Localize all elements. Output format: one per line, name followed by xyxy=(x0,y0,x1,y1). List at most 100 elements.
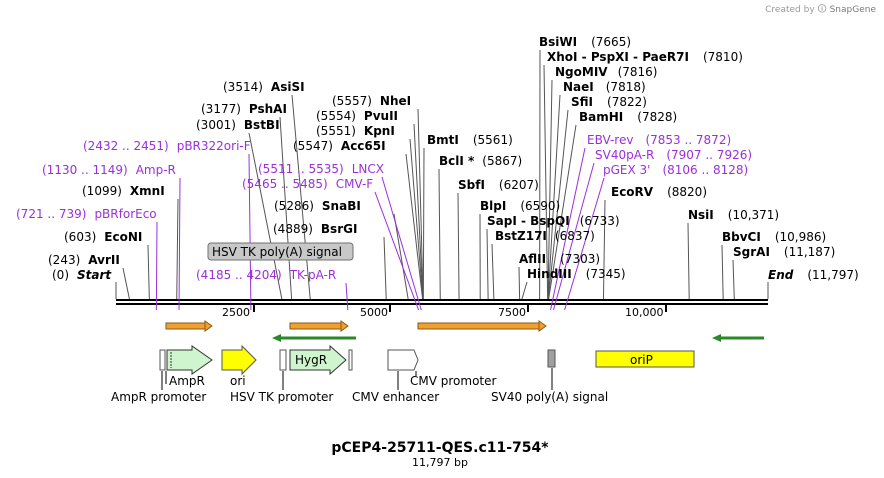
svg-text:(4185 .. 4204)TK-pA-R: (4185 .. 4204)TK-pA-R xyxy=(196,268,336,282)
primer-pgex-3[interactable]: pGEX 3'(8106 .. 8128) xyxy=(603,163,748,177)
ori-feature[interactable] xyxy=(221,344,257,376)
primer-pbrforeco[interactable]: (721 .. 739)pBRforEco xyxy=(16,207,157,221)
site-sfii[interactable]: SfiI(7822) xyxy=(571,95,647,109)
ori-label: ori xyxy=(230,374,246,388)
site-bstz17i[interactable]: BstZ17I(6837) xyxy=(495,229,595,243)
site-bbvci[interactable]: BbvCI(10,986) xyxy=(722,230,826,244)
hygr-cds[interactable]: HygR xyxy=(289,344,347,376)
primer-ebv-rev[interactable]: EBV-rev(7853 .. 7872) xyxy=(587,133,731,147)
site-leader-15 xyxy=(457,192,460,300)
site-leader-24 xyxy=(547,94,561,300)
svg-text:(5554)PvuII: (5554)PvuII xyxy=(316,109,398,123)
site-leader-11 xyxy=(413,123,424,300)
feature-labels: AmpR ori AmpR promoter HSV TK promoter C… xyxy=(111,368,608,404)
site-leader-22 xyxy=(543,64,549,300)
orf-arrow-1[interactable] xyxy=(165,320,213,332)
site-snabi[interactable]: (5286)SnaBI xyxy=(274,199,361,213)
site-labels: (0)Start (243)AvrII (603)EcoNI (1099)Xmn… xyxy=(48,80,411,282)
svg-text:(5511 .. 5535)LNCX: (5511 .. 5535)LNCX xyxy=(258,162,384,176)
site-xhoi-pspxi-paer7i[interactable]: XhoI - PspXI - PaeR7I(7810) xyxy=(547,50,743,64)
site-ngomiv[interactable]: NgoMIV(7816) xyxy=(555,65,657,79)
site-bcli[interactable]: BclI *(5867) xyxy=(439,154,522,168)
svg-text:BstZ17I(6837): BstZ17I(6837) xyxy=(495,229,595,243)
site-xmni[interactable]: (1099)XmnI xyxy=(82,184,165,198)
site-leader-6 xyxy=(291,94,311,300)
hsv-tk-polya-box[interactable]: HSV TK poly(A) signal xyxy=(207,242,354,261)
svg-text:(603)EcoNI: (603)EcoNI xyxy=(64,230,142,244)
backbone xyxy=(116,299,768,305)
site-bamhi[interactable]: BamHI(7828) xyxy=(579,110,677,124)
site-avrii[interactable]: (243)AvrII xyxy=(48,253,120,267)
hsv-tk-promoter[interactable] xyxy=(279,349,287,371)
cmv-promoter-label: CMV promoter xyxy=(410,374,497,388)
site-bsiwi[interactable]: BsiWI(7665) xyxy=(539,35,631,49)
orip-feature[interactable]: oriP xyxy=(595,350,695,368)
svg-text:AflII(7303): AflII(7303) xyxy=(519,252,600,266)
primer-cmv-f[interactable]: (5465 .. 5485)CMV-F xyxy=(242,177,373,191)
site-leader-7 xyxy=(383,236,387,300)
green-arrow-1[interactable] xyxy=(272,334,356,342)
orf-arrow-2[interactable] xyxy=(289,320,349,332)
site-pvuii[interactable]: (5554)PvuII xyxy=(316,109,398,123)
primer-sv40pa-r[interactable]: SV40pA-R(7907 .. 7926) xyxy=(595,148,752,162)
site-leader-26 xyxy=(548,124,577,300)
site-blpi[interactable]: BlpI(6590) xyxy=(480,199,560,213)
site-kpni[interactable]: (5551)KpnI xyxy=(316,124,395,138)
site-start[interactable]: (0)Start xyxy=(52,268,112,282)
primer-labels: (721 .. 739)pBRforEco (1130 .. 1149)Amp-… xyxy=(16,133,752,282)
site-acc65i[interactable]: (5547)Acc65I xyxy=(293,139,386,153)
site-leader-5 xyxy=(279,116,293,300)
site-nhei[interactable]: (5557)NheI xyxy=(332,94,411,108)
primer-amp-r[interactable]: (1130 .. 1149)Amp-R xyxy=(42,163,176,177)
ampr-promoter[interactable] xyxy=(159,349,166,371)
site-sbfi[interactable]: SbfI(6207) xyxy=(458,178,539,192)
svg-text:(5551)KpnI: (5551)KpnI xyxy=(316,124,395,138)
sv40-polya-glyph[interactable] xyxy=(547,349,556,368)
ampr-cds[interactable] xyxy=(166,345,213,375)
primer-leader-3 xyxy=(374,191,420,311)
hsv-tk-polya-glyph[interactable] xyxy=(348,349,353,371)
site-leader-25 xyxy=(547,109,569,300)
primer-lncx[interactable]: (5511 .. 5535)LNCX xyxy=(258,162,384,176)
site-sapi-bspqi[interactable]: SapI - BspQI(6733) xyxy=(487,214,620,228)
site-pshai[interactable]: (3177)PshAI xyxy=(201,102,287,116)
site-bstbi[interactable]: (3001)BstBI xyxy=(196,118,280,132)
orf-arrow-3[interactable] xyxy=(417,320,547,332)
svg-text:EcoRV(8820): EcoRV(8820) xyxy=(611,185,707,199)
site-leader-23 xyxy=(547,79,553,300)
site-bmti[interactable]: BmtI(5561) xyxy=(427,133,513,147)
site-leader-12 xyxy=(417,108,424,300)
site-leader-4 xyxy=(248,132,283,300)
features-row: HygR oriP xyxy=(159,344,695,376)
orf-arrows xyxy=(165,320,764,342)
site-bsrgi[interactable]: (4889)BsrGI xyxy=(273,222,357,236)
svg-text:(721 .. 739)pBRforEco: (721 .. 739)pBRforEco xyxy=(16,207,157,221)
cmv-enhancer-label: CMV enhancer xyxy=(352,390,439,404)
svg-text:(5557)NheI: (5557)NheI xyxy=(332,94,411,108)
site-ecorv[interactable]: EcoRV(8820) xyxy=(611,185,707,199)
site-labels-right: BmtI(5561) BclI *(5867) SbfI(6207) BlpI(… xyxy=(427,35,859,282)
primer-leader-8 xyxy=(564,177,605,311)
site-end[interactable]: End(11,797) xyxy=(768,268,859,282)
green-arrow-2[interactable] xyxy=(712,334,764,342)
svg-text:NgoMIV(7816): NgoMIV(7816) xyxy=(555,65,657,79)
site-aflii[interactable]: AflII(7303) xyxy=(519,252,600,266)
primer-leader-5 xyxy=(345,282,349,311)
site-leader-27 xyxy=(602,199,606,300)
primer-leader-7 xyxy=(553,162,595,311)
site-hindiii[interactable]: HindIII(7345) xyxy=(527,267,626,281)
hsv-tk-polya-label: HSV TK poly(A) signal xyxy=(212,245,342,259)
primer-tk-pa-r[interactable]: (4185 .. 4204)TK-pA-R xyxy=(196,268,336,282)
ampr-label: AmpR xyxy=(169,374,205,388)
primer-leader-0 xyxy=(155,221,158,311)
site-asisi[interactable]: (3514)AsiSI xyxy=(223,80,305,94)
primer-pbr322ori-f[interactable]: (2432 .. 2451)pBR322ori-F xyxy=(83,139,251,153)
site-nsii[interactable]: NsiI(10,371) xyxy=(688,208,779,222)
ampr-promoter-label: AmpR promoter xyxy=(111,390,206,404)
cmv-enhancer-glyph[interactable] xyxy=(387,349,419,371)
site-leader-13 xyxy=(422,147,425,300)
site-naei[interactable]: NaeI(7818) xyxy=(563,80,646,94)
site-sgrai[interactable]: SgrAI(11,187) xyxy=(733,245,835,259)
site-econi[interactable]: (603)EcoNI xyxy=(64,230,142,244)
